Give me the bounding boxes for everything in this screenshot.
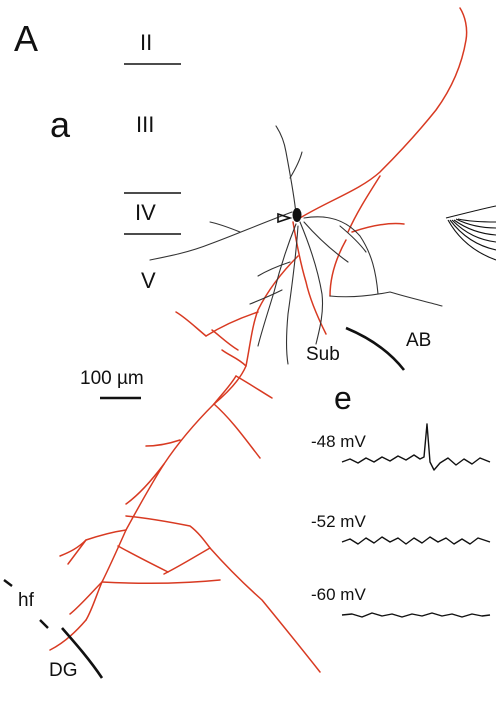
layer-label-iv: IV <box>135 200 156 225</box>
panel-label-traces: e <box>334 380 352 416</box>
electrode-marker <box>277 212 293 224</box>
layer-label-iii: III <box>136 112 155 137</box>
voltage-traces <box>341 423 491 618</box>
layer-label-v: V <box>141 268 156 293</box>
region-label-ab: AB <box>406 330 432 351</box>
scale-bar-label: 100 µm <box>80 368 144 389</box>
trace-label-minus-52: -52 mV <box>311 512 366 531</box>
trace-minus-52 <box>341 536 491 545</box>
layer-label-ii: II <box>140 30 153 55</box>
trace-label-minus-60: -60 mV <box>311 585 366 604</box>
trace-minus-60 <box>341 612 491 618</box>
dendritic-tree <box>149 125 443 365</box>
hippocampal-fissure-line <box>3 579 49 629</box>
panel-label-main: A <box>14 18 39 59</box>
axon-arbor <box>49 7 468 673</box>
region-label-hf: hf <box>18 590 34 611</box>
angular-bundle-line <box>345 326 406 371</box>
layer-boundaries <box>124 63 181 235</box>
region-label-sub: Sub <box>306 344 340 365</box>
dentate-gyrus-line <box>61 627 104 679</box>
trace-label-minus-48: -48 mV <box>311 432 366 451</box>
panel-label-sub: a <box>50 104 71 145</box>
fan-drawing <box>445 205 496 261</box>
trace-minus-48 <box>341 423 491 471</box>
region-label-dg: DG <box>49 660 78 681</box>
cell-soma <box>292 208 302 222</box>
